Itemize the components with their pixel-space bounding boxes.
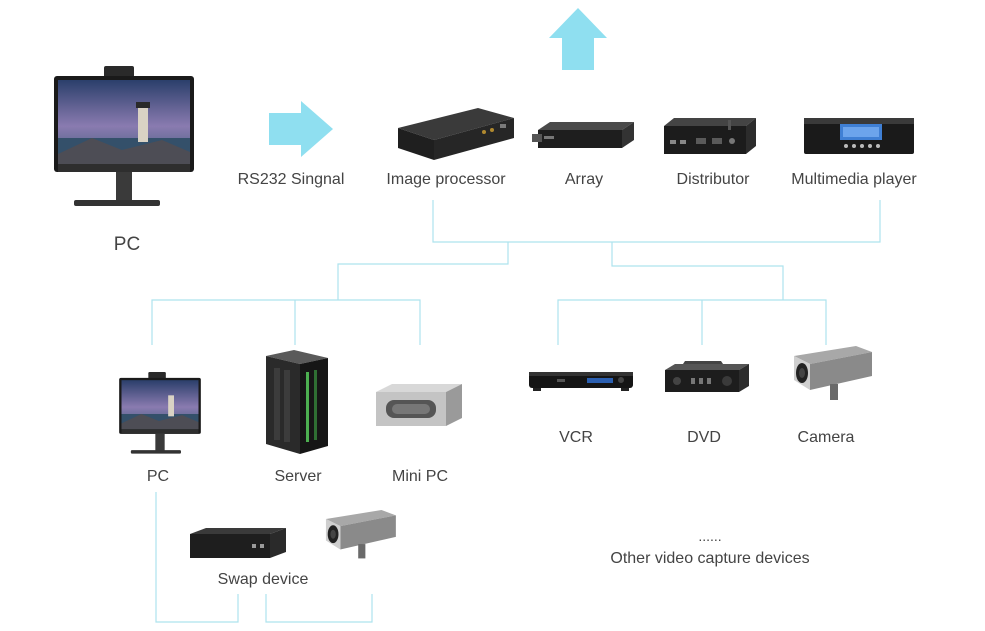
right-branch-line bbox=[611, 242, 784, 300]
camera-icon bbox=[325, 510, 396, 559]
top-bus-line bbox=[432, 200, 881, 243]
other-devices-label: Other video capture devices bbox=[610, 550, 810, 567]
server-icon bbox=[266, 350, 328, 454]
video-device-label: VCR bbox=[559, 429, 593, 446]
monitor-icon bbox=[54, 66, 194, 206]
video-device-label: Camera bbox=[797, 429, 855, 446]
distributor-icon bbox=[664, 118, 756, 154]
source-pc-label: PC bbox=[113, 234, 141, 255]
vcr-icon bbox=[529, 372, 633, 391]
dvd-icon bbox=[665, 361, 749, 392]
top-device-label: Image processor bbox=[386, 171, 506, 188]
arrow-right-icon bbox=[269, 101, 333, 157]
mini-pc-icon bbox=[376, 384, 462, 426]
left-branch-line bbox=[337, 242, 509, 300]
multimedia-player-icon bbox=[804, 118, 914, 154]
top-device-label: Multimedia player bbox=[791, 171, 917, 188]
video-device-label: DVD bbox=[687, 429, 721, 446]
left-group-line bbox=[151, 299, 421, 345]
right-group-line bbox=[557, 299, 827, 345]
computer-label: Mini PC bbox=[391, 468, 449, 485]
image-processor-icon bbox=[398, 108, 514, 160]
computer-label: Server bbox=[274, 468, 322, 485]
swap-device-label: Swap device bbox=[217, 571, 309, 588]
array-icon bbox=[532, 122, 634, 148]
signal-label: RS232 Singnal bbox=[237, 171, 345, 188]
pc-swap-line bbox=[155, 492, 239, 623]
computer-label: PC bbox=[146, 468, 170, 485]
monitor-icon bbox=[119, 372, 201, 454]
swap-device-icon bbox=[190, 528, 286, 558]
swap-camera-line bbox=[265, 594, 373, 623]
ellipsis-label: ...... bbox=[698, 528, 722, 544]
top-device-label: Array bbox=[564, 171, 604, 188]
arrow-up-icon bbox=[549, 8, 607, 70]
top-device-label: Distributor bbox=[676, 171, 750, 188]
camera-icon bbox=[794, 346, 872, 400]
